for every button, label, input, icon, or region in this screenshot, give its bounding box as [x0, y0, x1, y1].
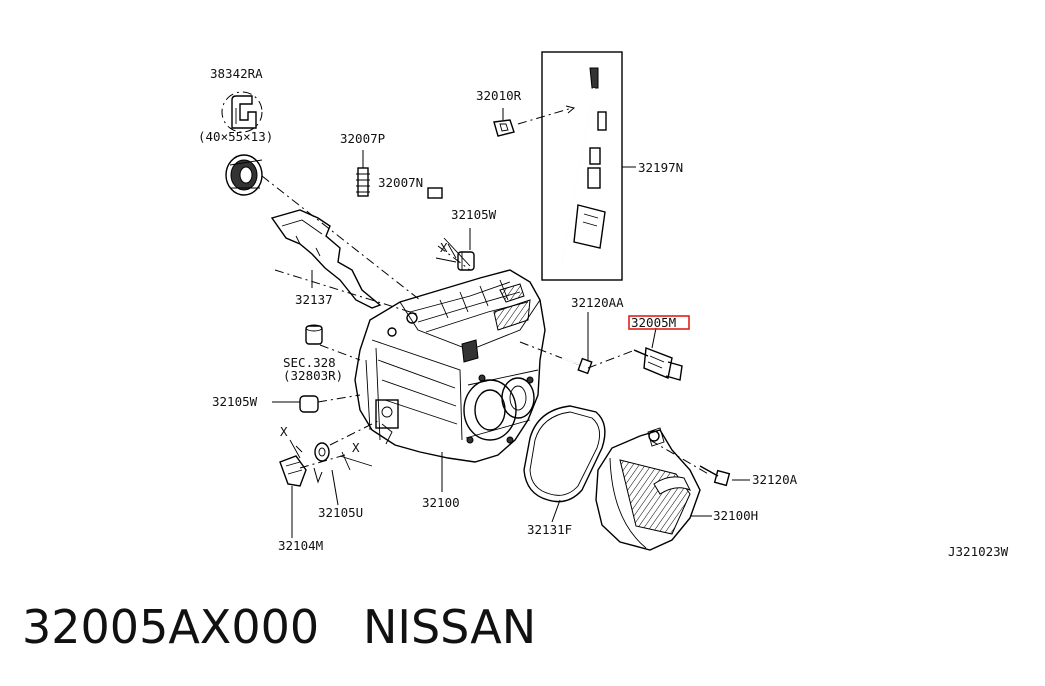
label-32105w-left: 32105W: [212, 394, 258, 409]
part-number: 32005AX000: [22, 600, 320, 654]
label-32803r: (32803R): [283, 368, 343, 383]
label-x-left: X: [280, 424, 288, 439]
label-32105w-top: 32105W: [451, 207, 497, 222]
breather-tube-32007n: [405, 187, 443, 239]
part-caption: 32005AX000 NISSAN: [22, 596, 536, 666]
label-32105u: 32105U: [318, 505, 363, 520]
plug-32007p: [356, 150, 370, 197]
label-32120a: 32120A: [752, 472, 798, 487]
gasket-32131f: [523, 405, 606, 523]
bracket-32137: [270, 209, 382, 309]
label-x-right: X: [352, 440, 360, 455]
transmission-case-32100: [354, 269, 546, 492]
bushing-sec328: [305, 324, 323, 345]
label-sec328: SEC.328: [283, 355, 336, 370]
housing-cover-32100h: [595, 427, 712, 551]
label-32137: 32137: [295, 292, 333, 307]
transmission-parts-diagram: 38342RA (40×55×13) 32007P 32007N 32010R …: [198, 51, 1009, 559]
bushing-32105w-left: [272, 395, 319, 413]
diagram-code: J321023W: [948, 544, 1009, 559]
bolt-32120a: [699, 465, 750, 487]
label-32005m: 32005M: [631, 315, 676, 330]
label-32100h: 32100H: [713, 508, 758, 523]
oil-seal-38342ra: [221, 91, 263, 133]
highlight-box-32005m: [628, 315, 690, 330]
label-x-top: X: [440, 240, 448, 255]
drain-plug-32104m: [279, 455, 307, 538]
clip-32010r: [493, 105, 576, 137]
label-32100: 32100: [422, 495, 460, 510]
label-32010r: 32010R: [476, 88, 522, 103]
label-32131f: 32131F: [527, 522, 572, 537]
label-32007p: 32007P: [340, 131, 385, 146]
label-32007n: 32007N: [378, 175, 423, 190]
label-seal-size: (40×55×13): [198, 129, 273, 144]
washer-32105u: [314, 442, 339, 506]
oil-seal-ring: [225, 154, 263, 196]
label-38342ra: 38342RA: [210, 66, 263, 81]
dipstick-assembly-32197n: [541, 51, 636, 281]
bushing-32105w-top: [435, 228, 475, 271]
x-markers: [289, 237, 471, 484]
label-32120aa: 32120AA: [571, 295, 624, 310]
label-32104m: 32104M: [278, 538, 323, 553]
label-32197n: 32197N: [638, 160, 683, 175]
brand-name: NISSAN: [363, 600, 537, 654]
speed-sensor-32005m: [633, 327, 683, 381]
bolt-32120aa: [561, 312, 593, 375]
